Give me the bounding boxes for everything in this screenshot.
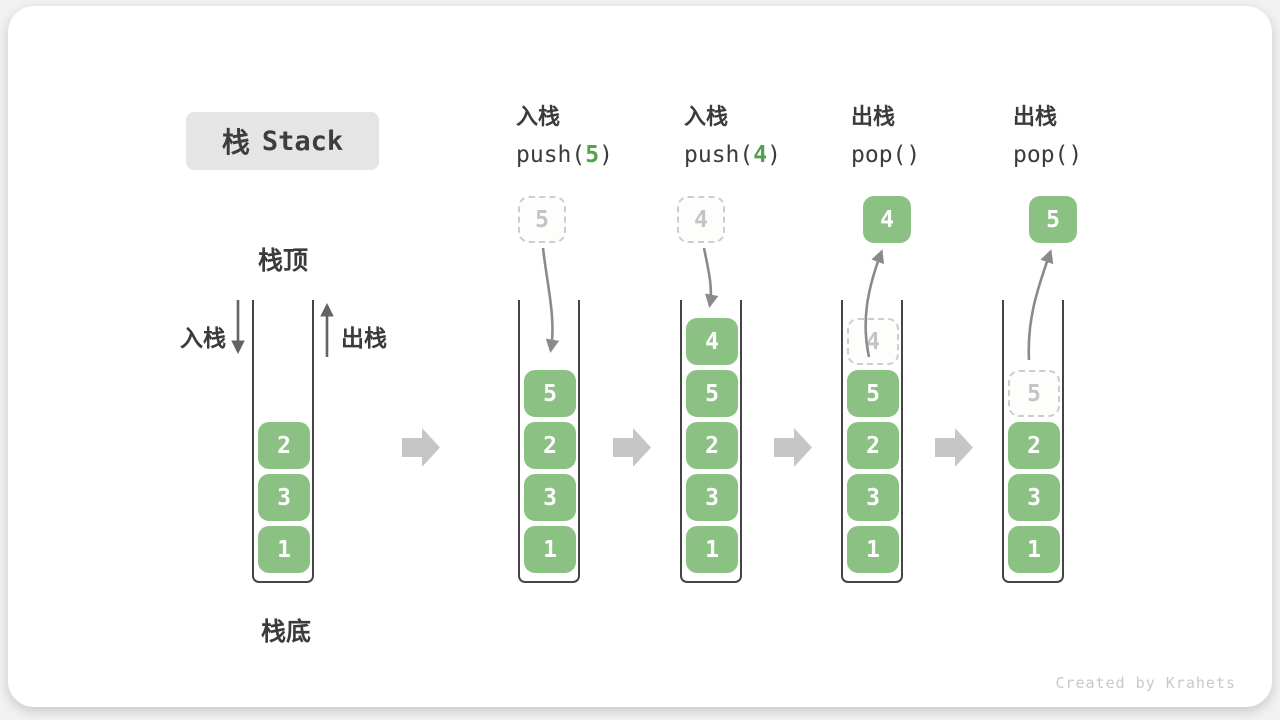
code-arg: 4 (753, 142, 768, 168)
code-arg: 5 (585, 142, 600, 168)
stack-element-ghost: 4 (847, 318, 899, 365)
operation-code: push(4) (684, 142, 844, 168)
stack-container-after-push4: 4 5 2 3 1 (680, 300, 742, 583)
operation-label-pop1: 出栈 pop() (851, 105, 1011, 168)
stack-element: 3 (847, 474, 899, 521)
operation-name: 出栈 (1013, 105, 1058, 130)
diagram-title: 栈 Stack (186, 112, 379, 170)
code-post: ) (1068, 142, 1083, 168)
stack-element: 3 (258, 474, 310, 521)
operation-label-push4: 入栈 push(4) (684, 105, 844, 168)
code-post: ) (599, 142, 613, 168)
stack-element: 4 (686, 318, 738, 365)
stack-element: 2 (847, 422, 899, 469)
stack-element: 2 (524, 422, 576, 469)
flow-arrow-icon (402, 428, 440, 467)
operation-name: 入栈 (684, 105, 729, 130)
pop-direction-label: 出栈 (341, 326, 387, 352)
operation-code: push(5) (516, 142, 676, 168)
operation-name: 出栈 (851, 105, 896, 130)
operation-label-pop2: 出栈 pop() (1013, 105, 1173, 168)
stack-element: 2 (1008, 422, 1060, 469)
stack-container-initial: 2 3 1 (252, 300, 314, 583)
flow-arrow-icon (774, 428, 812, 467)
code-post: ) (767, 142, 781, 168)
stack-element: 2 (258, 422, 310, 469)
operation-name: 入栈 (516, 105, 561, 130)
operation-code: pop() (1013, 142, 1173, 168)
code-pre: push( (516, 142, 586, 168)
code-pre: pop( (1013, 142, 1069, 168)
floating-element-push: 4 (677, 196, 725, 243)
stack-element: 3 (686, 474, 738, 521)
stack-element: 1 (686, 526, 738, 573)
stack-element: 5 (847, 370, 899, 417)
operation-label-push5: 入栈 push(5) (516, 105, 676, 168)
code-pre: pop( (851, 142, 907, 168)
stack-container-after-pop5: 5 2 3 1 (1002, 300, 1064, 583)
stack-element: 3 (1008, 474, 1060, 521)
code-pre: push( (684, 142, 754, 168)
stack-element: 1 (258, 526, 310, 573)
stack-container-after-push5: 5 2 3 1 (518, 300, 580, 583)
code-post: ) (906, 142, 921, 168)
stack-top-label: 栈顶 (257, 246, 308, 275)
floating-element-push: 5 (518, 196, 566, 243)
operation-code: pop() (851, 142, 1011, 168)
watermark: Created by Krahets (1055, 674, 1236, 692)
flow-arrow-icon (935, 428, 973, 467)
stack-element: 5 (686, 370, 738, 417)
title-chinese: 栈 (221, 126, 250, 159)
floating-element-popped: 4 (863, 196, 911, 243)
floating-element-popped: 5 (1029, 196, 1077, 243)
stack-element: 2 (686, 422, 738, 469)
stack-element: 1 (1008, 526, 1060, 573)
flow-arrow-icon (613, 428, 651, 467)
stack-element: 1 (524, 526, 576, 573)
push-arrow-icon (702, 247, 719, 308)
push-direction-label: 入栈 (180, 326, 226, 352)
stack-element: 1 (847, 526, 899, 573)
stack-bottom-label: 栈底 (260, 617, 311, 646)
stack-element: 3 (524, 474, 576, 521)
stack-container-after-pop4: 4 5 2 3 1 (841, 300, 903, 583)
stack-element-ghost: 5 (1008, 370, 1060, 417)
title-english: Stack (261, 125, 344, 157)
stack-element: 5 (524, 370, 576, 417)
